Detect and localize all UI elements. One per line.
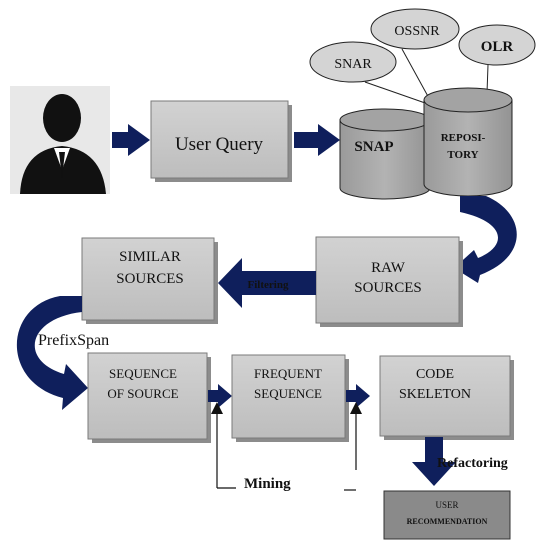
arrow-frequent-to-code: [346, 384, 370, 408]
sequence-of-source-label-line1: SEQUENCE: [109, 366, 177, 381]
frequent-sequence-label-line2: SEQUENCE: [254, 386, 322, 401]
ossnr-ellipse: OSSNR: [370, 8, 460, 50]
code-skeleton-label-line1: CODE: [416, 367, 454, 382]
mining-label: Mining: [244, 476, 291, 492]
snap-cylinder: SNAP: [339, 108, 431, 200]
user-query-box: User Query: [150, 100, 292, 182]
snar-ellipse: SNAR: [309, 41, 397, 83]
refactoring-label: Refactoring: [437, 456, 508, 471]
user-icon: [10, 86, 110, 194]
sequence-of-source-box: SEQUENCE OF SOURCE: [87, 352, 211, 443]
mining-feedback: [216, 412, 357, 491]
user-recommendation-label-line1: USER: [435, 500, 458, 510]
user-query-label: User Query: [175, 134, 264, 155]
repository-cylinder: REPOSI- TORY: [423, 87, 513, 197]
user-recommendation-box: USER RECOMMENDATION: [383, 490, 511, 540]
repository-label-line1: REPOSI-: [441, 132, 486, 144]
frequent-sequence-box: FREQUENT SEQUENCE: [231, 354, 349, 442]
ossnr-label: OSSNR: [394, 24, 440, 39]
raw-sources-label-line1: RAW: [371, 260, 406, 276]
filtering-label: Filtering: [248, 279, 289, 291]
frequent-sequence-label-line1: FREQUENT: [254, 366, 322, 381]
similar-sources-label-line1: SIMILAR: [119, 249, 181, 265]
arrow-filtering: Filtering: [218, 258, 316, 308]
olr-ellipse: OLR: [458, 24, 536, 66]
mining-arrowhead-left: [211, 402, 223, 414]
raw-sources-label-line2: SOURCES: [354, 280, 422, 296]
similar-sources-box: SIMILAR SOURCES: [81, 237, 218, 324]
code-skeleton-box: CODE SKELETON: [379, 355, 514, 440]
arrow-repository-to-raw: [454, 196, 517, 283]
code-skeleton-label-line2: SKELETON: [399, 387, 471, 402]
arrow-refactoring: [412, 437, 456, 486]
prefixspan-label: PrefixSpan: [38, 332, 109, 349]
mining-arrowhead-right: [350, 402, 362, 414]
arrow-prefixspan: [16, 296, 88, 410]
user-recommendation-label-line2: RECOMMENDATION: [407, 517, 488, 526]
snap-label: SNAP: [354, 139, 393, 155]
olr-label: OLR: [481, 39, 514, 55]
arrow-query-to-snap: [294, 124, 340, 156]
similar-sources-label-line2: SOURCES: [116, 271, 184, 287]
repository-label-line2: TORY: [447, 149, 478, 161]
sequence-of-source-label-line2: OF SOURCE: [107, 386, 178, 401]
snar-label: SNAR: [334, 57, 372, 72]
ellipse-connectors: [364, 48, 489, 105]
arrow-user-to-query: [112, 124, 150, 156]
arrow-sequence-to-frequent: [208, 384, 232, 408]
raw-sources-box: RAW SOURCES: [315, 236, 463, 327]
